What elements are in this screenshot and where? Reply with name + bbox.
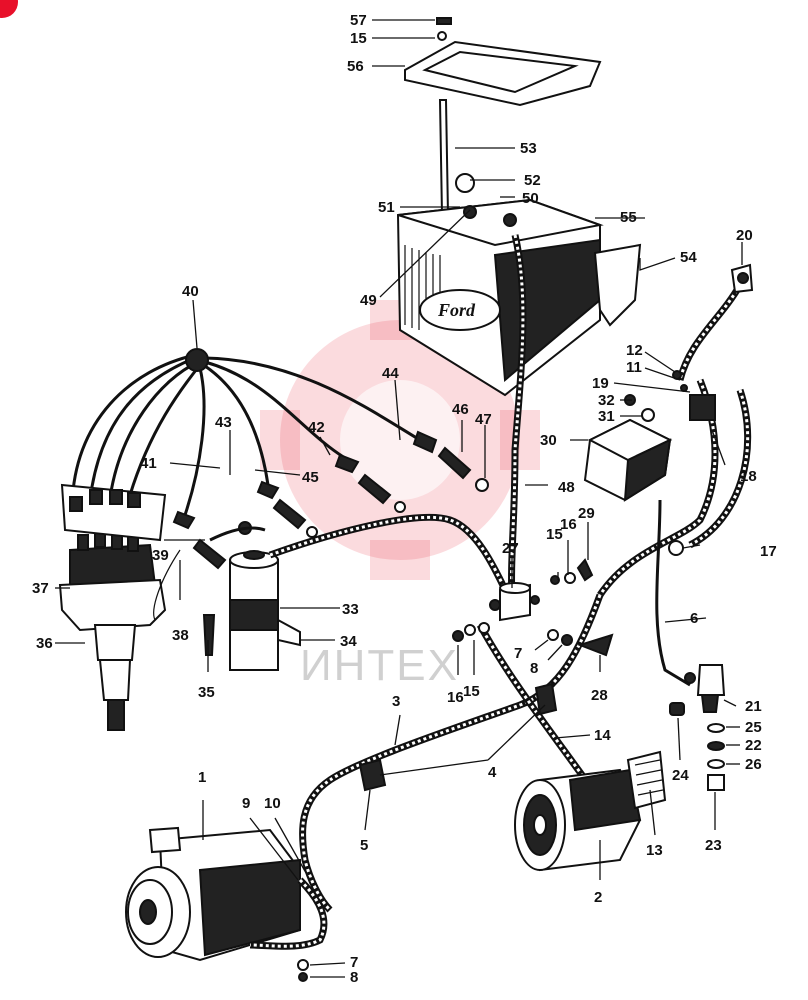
label-54: 54 bbox=[680, 249, 697, 266]
label-8-mid: 8 bbox=[530, 660, 538, 677]
corner-badge bbox=[0, 0, 18, 18]
label-17: 17 bbox=[760, 543, 777, 560]
plug-boot bbox=[412, 430, 438, 454]
label-52: 52 bbox=[524, 172, 541, 189]
label-55: 55 bbox=[620, 209, 637, 226]
battery: Ford bbox=[396, 173, 604, 397]
label-36: 36 bbox=[36, 635, 53, 652]
label-7-mid: 7 bbox=[514, 645, 522, 662]
label-25: 25 bbox=[745, 719, 762, 736]
label-27: 27 bbox=[502, 540, 519, 557]
label-14: 14 bbox=[594, 727, 611, 744]
label-48: 48 bbox=[558, 479, 575, 496]
generator bbox=[125, 826, 301, 962]
label-51: 51 bbox=[378, 199, 395, 216]
ford-logo: Ford bbox=[437, 300, 476, 320]
label-49: 49 bbox=[360, 292, 377, 309]
leader-lines bbox=[55, 19, 743, 978]
ignition-coil bbox=[229, 521, 301, 671]
battery-bracket bbox=[593, 243, 642, 327]
battery-hold-down-frame bbox=[404, 17, 602, 107]
label-16-bottom: 16 bbox=[447, 689, 464, 706]
label-26: 26 bbox=[745, 756, 762, 773]
label-42: 42 bbox=[308, 419, 325, 436]
label-30: 30 bbox=[540, 432, 557, 449]
label-21: 21 bbox=[745, 698, 762, 715]
label-5: 5 bbox=[360, 837, 368, 854]
small-hardware bbox=[452, 263, 754, 684]
label-31: 31 bbox=[598, 408, 615, 425]
label-12: 12 bbox=[626, 342, 643, 359]
label-8-bottom: 8 bbox=[350, 969, 358, 986]
label-4: 4 bbox=[488, 764, 497, 781]
label-35: 35 bbox=[198, 684, 215, 701]
label-57: 57 bbox=[350, 12, 367, 29]
label-38: 38 bbox=[172, 627, 189, 644]
label-44: 44 bbox=[382, 365, 399, 382]
label-33: 33 bbox=[342, 601, 359, 618]
harness-clamp bbox=[358, 758, 387, 792]
label-18: 18 bbox=[740, 468, 757, 485]
label-43: 43 bbox=[215, 414, 232, 431]
label-11: 11 bbox=[626, 359, 642, 376]
label-23: 23 bbox=[705, 837, 722, 854]
label-32: 32 bbox=[598, 392, 615, 409]
label-19: 19 bbox=[592, 375, 609, 392]
label-24: 24 bbox=[672, 767, 689, 784]
pressure-switch bbox=[669, 664, 726, 791]
label-40: 40 bbox=[182, 283, 199, 300]
label-47: 47 bbox=[475, 411, 492, 428]
label-50: 50 bbox=[522, 190, 539, 207]
label-34: 34 bbox=[340, 633, 357, 650]
label-45: 45 bbox=[302, 469, 319, 486]
coil-bolt bbox=[202, 614, 216, 656]
label-20: 20 bbox=[736, 227, 753, 244]
label-3: 3 bbox=[392, 693, 400, 710]
label-15-right: 15 bbox=[546, 526, 563, 543]
label-22: 22 bbox=[745, 737, 762, 754]
label-29: 29 bbox=[578, 505, 595, 522]
label-2: 2 bbox=[594, 889, 602, 906]
label-15-bottom: 15 bbox=[463, 683, 480, 700]
voltage-regulator bbox=[583, 418, 673, 502]
label-6: 6 bbox=[690, 610, 698, 627]
label-46: 46 bbox=[452, 401, 469, 418]
label-56: 56 bbox=[347, 58, 364, 75]
label-13: 13 bbox=[646, 842, 663, 859]
label-53: 53 bbox=[520, 140, 537, 157]
label-7-bottom: 7 bbox=[350, 954, 358, 971]
label-10: 10 bbox=[264, 795, 281, 812]
hold-down-rod bbox=[438, 99, 450, 216]
plug-wires bbox=[70, 348, 421, 516]
label-28: 28 bbox=[591, 687, 608, 704]
starter-motor bbox=[514, 750, 667, 872]
label-1: 1 bbox=[198, 769, 206, 786]
spark-plugs bbox=[192, 446, 489, 570]
part-labels: 57 15 56 53 52 50 51 55 54 20 49 12 11 1… bbox=[32, 12, 777, 986]
starter-relay bbox=[489, 582, 540, 622]
watermark-text: ИНТЕХ bbox=[300, 641, 459, 690]
label-37: 37 bbox=[32, 580, 49, 597]
label-9: 9 bbox=[242, 795, 250, 812]
distributor bbox=[58, 531, 167, 731]
label-39: 39 bbox=[152, 547, 169, 564]
label-41: 41 bbox=[140, 455, 157, 472]
label-16-right: 16 bbox=[560, 516, 577, 533]
label-15-top: 15 bbox=[350, 30, 367, 47]
